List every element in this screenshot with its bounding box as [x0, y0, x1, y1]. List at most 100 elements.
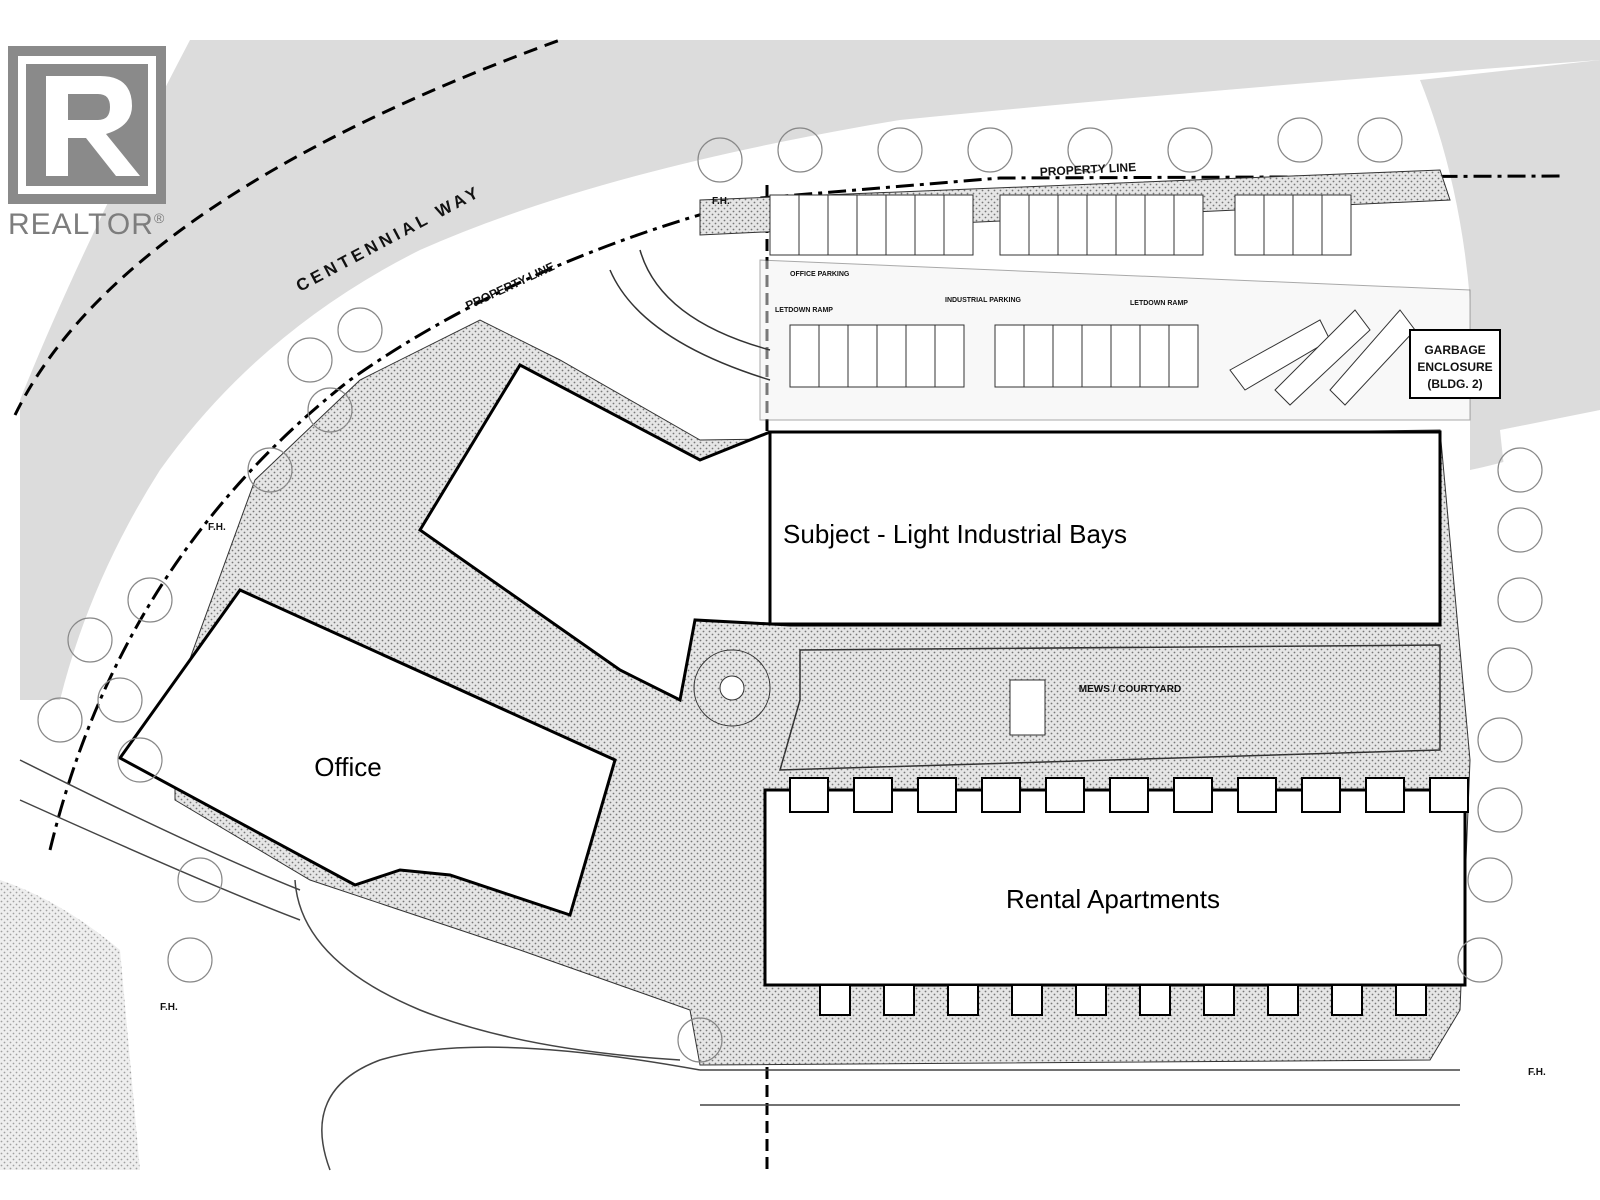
parking-stall: [999, 194, 1030, 256]
tree: [1067, 127, 1113, 173]
tree: [177, 857, 223, 903]
tree: [337, 307, 383, 353]
parking-stall: [1292, 194, 1323, 256]
tree: [37, 697, 83, 743]
parking-stall: [914, 194, 945, 256]
south-driveway: [294, 879, 1460, 1171]
mews-label: MEWS / COURTYARD: [1079, 684, 1181, 695]
property-line-label-top: PROPERTY LINE: [1039, 160, 1136, 179]
parking-stall: [943, 194, 974, 256]
tree: [697, 137, 743, 183]
parking-stall: [1086, 194, 1117, 256]
fire-hydrant-label-3: F.H.: [160, 1002, 178, 1013]
angled-stalls: [1229, 309, 1416, 406]
tree: [1487, 647, 1533, 693]
parking-stall: [1263, 194, 1294, 256]
sw-parcel: [0, 880, 140, 1170]
garbage-label-2: ENCLOSURE: [1417, 360, 1492, 374]
patio: [789, 777, 829, 813]
patio: [1429, 777, 1469, 813]
top-parking-stalls: [769, 194, 1352, 256]
mid-parking-stalls: [789, 324, 1199, 388]
centennial-way-road: [20, 40, 1600, 700]
balcony: [947, 984, 979, 1016]
fire-hydrant-label-1: F.H.: [712, 196, 730, 207]
tree: [287, 337, 333, 383]
office-building: [117, 588, 617, 917]
apartment-patios-top: [789, 777, 1469, 813]
tree: [117, 737, 163, 783]
tree: [1277, 117, 1323, 163]
east-road-lower: [1500, 410, 1600, 760]
trees: [37, 117, 1543, 1063]
tree: [1357, 117, 1403, 163]
east-road: [1420, 60, 1600, 470]
patio: [1301, 777, 1341, 813]
tree: [167, 937, 213, 983]
parking-stall: [934, 324, 965, 388]
office-parking-label: OFFICE PARKING: [790, 271, 850, 278]
parking-stall: [1168, 324, 1199, 388]
fire-hydrant-label-2: F.H.: [208, 522, 226, 533]
parking-stall: [798, 194, 829, 256]
parking-stall: [1110, 324, 1141, 388]
fire-hydrant-label-4: F.H.: [1528, 1067, 1546, 1078]
tree: [1167, 127, 1213, 173]
patio: [1365, 777, 1405, 813]
tree: [1497, 507, 1543, 553]
south-street-edge: [19, 759, 301, 921]
patio: [981, 777, 1021, 813]
parking-stall: [1139, 324, 1170, 388]
tree: [1477, 787, 1523, 833]
balcony: [1267, 984, 1299, 1016]
balcony: [1395, 984, 1427, 1016]
tree: [97, 677, 143, 723]
apartments-label: Rental Apartments: [1006, 884, 1220, 914]
industrial-parking-label: INDUSTRIAL PARKING: [945, 297, 1022, 304]
parking-stall: [876, 324, 907, 388]
garbage-label-1: GARBAGE: [1424, 343, 1485, 357]
tree: [127, 577, 173, 623]
parking-stall: [1081, 324, 1112, 388]
apartment-building: [763, 788, 1467, 987]
parking-stall: [1173, 194, 1204, 256]
parking-stall: [769, 194, 800, 256]
industrial-label: Subject - Light Industrial Bays: [783, 519, 1127, 549]
curved-ramp: [609, 249, 771, 381]
balcony: [1331, 984, 1363, 1016]
parking-stall: [847, 324, 878, 388]
tree: [247, 447, 293, 493]
realtor-logo: [8, 46, 166, 204]
industrial-block: [768, 430, 1442, 626]
balcony: [1011, 984, 1043, 1016]
tree: [1467, 857, 1513, 903]
parking-stall: [827, 194, 858, 256]
letdown-ramp-label-2: LETDOWN RAMP: [1130, 300, 1188, 307]
patio: [853, 777, 893, 813]
parking-stall: [1144, 194, 1175, 256]
realtor-r-icon: [8, 46, 166, 204]
parking-stall: [856, 194, 887, 256]
letdown-ramp-label-1: LETDOWN RAMP: [775, 307, 833, 314]
tree: [777, 127, 823, 173]
tree: [1477, 717, 1523, 763]
tree: [1497, 577, 1543, 623]
patio: [1109, 777, 1149, 813]
parking-stall: [1321, 194, 1352, 256]
balcony: [1139, 984, 1171, 1016]
tree: [307, 387, 353, 433]
parking-stall: [1115, 194, 1146, 256]
tree: [67, 617, 113, 663]
realtor-wordmark: REALTOR®: [8, 208, 165, 242]
parking-stall: [1023, 324, 1054, 388]
registered-mark: ®: [153, 210, 166, 226]
garbage-label-3: (BLDG. 2): [1427, 377, 1482, 391]
patio: [917, 777, 957, 813]
patio: [1237, 777, 1277, 813]
balcony: [1075, 984, 1107, 1016]
tree: [967, 127, 1013, 173]
garbage-enclosure: [1409, 329, 1501, 399]
realtor-text: REALTOR: [8, 208, 154, 241]
property-line-label-left: PROPERTY LINE: [463, 259, 556, 312]
